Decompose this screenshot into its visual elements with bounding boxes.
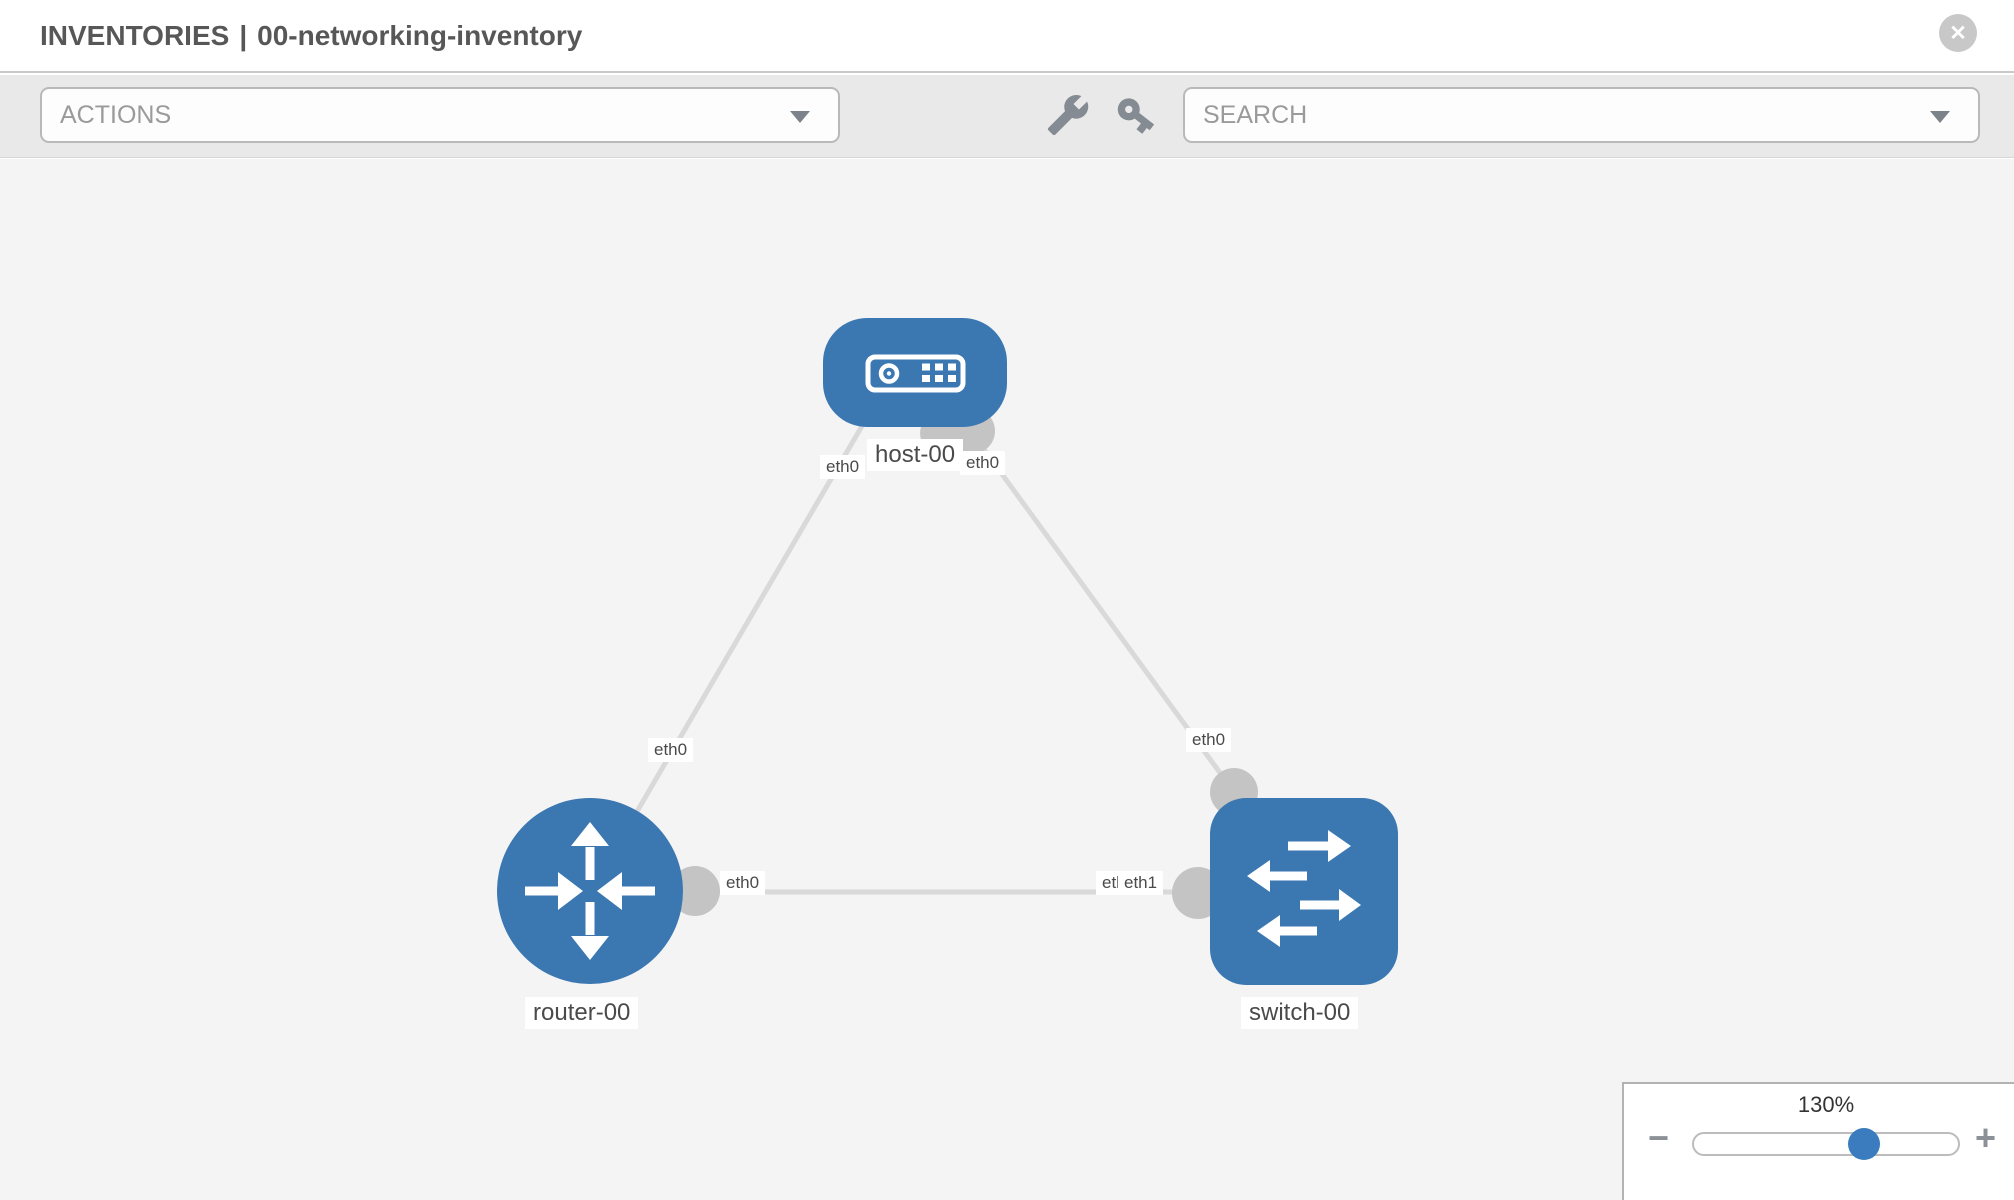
key-icon [1117, 97, 1155, 134]
interface-label-switch-eth0-top: eth0 [1186, 728, 1232, 752]
interface-label-host-eth0-left: eth0 [820, 455, 866, 479]
switch-icon [1247, 830, 1361, 947]
close-icon: ✕ [1949, 21, 1967, 45]
host-icon [865, 354, 966, 393]
window-header: INVENTORIES | 00-networking-inventory ✕ [0, 0, 2014, 73]
breadcrumb-section: INVENTORIES [40, 20, 230, 51]
close-button[interactable]: ✕ [1939, 14, 1977, 52]
minus-icon: − [1648, 1117, 1670, 1158]
topology-canvas[interactable]: eth0 eth0 eth0 eth0 eth0 eth0 eth1 host-… [0, 159, 2014, 1200]
zoom-in-button[interactable]: + [1975, 1120, 1996, 1156]
plus-icon: + [1974, 1117, 1996, 1158]
interface-label-switch-eth1-left: eth1 [1118, 871, 1164, 895]
zoom-panel: 130% − + [1622, 1082, 2014, 1200]
credentials-button[interactable] [1112, 92, 1160, 140]
chevron-down-icon [790, 111, 810, 123]
node-router-00[interactable] [497, 798, 683, 984]
inventory-name: 00-networking-inventory [257, 20, 583, 51]
zoom-out-button[interactable]: − [1648, 1120, 1669, 1156]
toolbar: ACTIONS SEARCH [0, 75, 2014, 158]
zoom-slider-knob[interactable] [1848, 1128, 1880, 1160]
router-icon [525, 822, 655, 960]
chevron-down-icon [1930, 111, 1950, 123]
actions-dropdown-label: ACTIONS [60, 101, 172, 129]
topology-links-layer [587, 408, 1304, 919]
wrench-icon [1047, 94, 1089, 135]
actions-dropdown[interactable]: ACTIONS [40, 87, 840, 143]
search-dropdown-label: SEARCH [1203, 101, 1308, 129]
node-label-switch-00: switch-00 [1241, 997, 1359, 1029]
search-dropdown[interactable]: SEARCH [1183, 87, 1980, 143]
node-label-host-00: host-00 [867, 439, 964, 471]
zoom-slider-track[interactable] [1692, 1132, 1960, 1156]
node-label-router-00: router-00 [525, 997, 639, 1029]
interface-label-router-eth0-right: eth0 [720, 871, 766, 895]
zoom-level-value: 130% [1797, 1092, 1855, 1117]
page-title: INVENTORIES | 00-networking-inventory [40, 0, 582, 71]
interface-dot-router-eth0[interactable] [670, 866, 720, 916]
interface-label-router-eth0-top: eth0 [648, 738, 694, 762]
node-host-00[interactable] [823, 318, 1007, 427]
configure-button[interactable] [1044, 92, 1092, 140]
breadcrumb-separator: | [239, 20, 248, 51]
interface-label-host-eth0-right: eth0 [960, 451, 1006, 475]
node-switch-00[interactable] [1210, 798, 1398, 985]
